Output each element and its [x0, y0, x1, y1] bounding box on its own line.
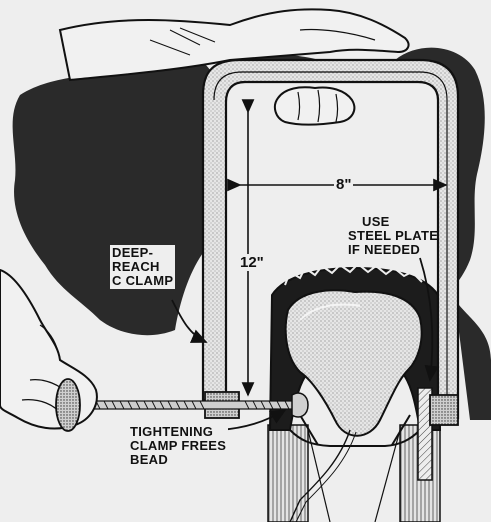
tightening-label: TIGHTENING CLAMP FREES BEAD [128, 424, 228, 468]
deep-reach-label: DEEP- REACH C CLAMP [110, 245, 175, 289]
steel-plate-line-3: IF NEEDED [348, 243, 438, 257]
deep-reach-line-3: C CLAMP [112, 274, 173, 288]
height-dimension-label: 12" [238, 254, 266, 271]
tire-walls [268, 425, 440, 522]
grip-hand [275, 87, 354, 124]
deep-reach-line-1: DEEP- [112, 246, 173, 260]
width-dimension-label: 8" [334, 176, 353, 193]
steel-plate-line-1: USE [348, 215, 438, 229]
tightening-line-3: BEAD [130, 453, 226, 467]
steel-plate-label: USE STEEL PLATE IF NEEDED [348, 215, 438, 257]
tightening-line-1: TIGHTENING [130, 425, 226, 439]
tightening-line-2: CLAMP FREES [130, 439, 226, 453]
deep-reach-line-2: REACH [112, 260, 173, 274]
steel-plate-line-2: STEEL PLATE [348, 229, 438, 243]
